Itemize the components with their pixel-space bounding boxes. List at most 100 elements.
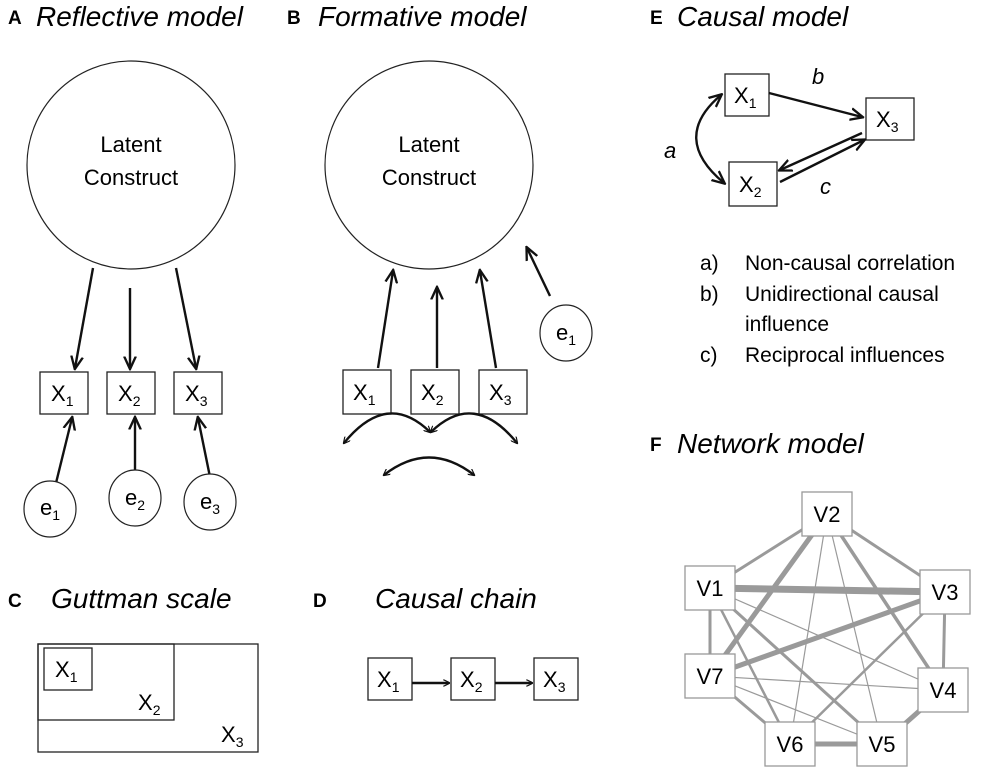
panel-f-letter: F (650, 435, 662, 456)
legend-text-a: Non-causal correlation (745, 252, 955, 275)
causal-label-x2: X2 (739, 172, 762, 200)
error-circle-e2 (108, 469, 162, 527)
guttman-box-x1 (43, 647, 93, 691)
error-label-e1: e1 (40, 495, 60, 523)
path-label-b: b (812, 64, 824, 89)
latent-construct-circle (26, 60, 236, 270)
item-box-x1 (39, 371, 89, 415)
causal-box-x3 (865, 97, 915, 141)
item-label-x3: X3 (489, 380, 512, 408)
panel-d-letter: D (313, 591, 327, 612)
causal-arrow-x1-x3 (768, 91, 862, 117)
path-label-a: a (664, 138, 676, 163)
chain-box-x1 (367, 657, 413, 701)
network-label-v1: V1 (697, 576, 724, 601)
item-box-x2 (410, 369, 460, 415)
edge-v7-v3 (707, 589, 948, 679)
error-circle-e1 (539, 304, 593, 362)
latent-label-line2: Construct (382, 165, 476, 190)
item-box-x2 (106, 371, 156, 415)
chain-label-x1: X1 (377, 667, 400, 695)
panel-c-letter: C (8, 591, 22, 612)
item-box-x3 (173, 371, 223, 415)
panel-a-letter: A (8, 8, 22, 29)
chain-label-x2: X2 (460, 667, 483, 695)
arrow-e1-to-latent (527, 248, 552, 297)
panel-e-letter: E (650, 8, 663, 29)
network-node-v1 (684, 565, 736, 611)
guttman-label-x2: X2 (138, 690, 161, 718)
panel-f: F Network model V2 (650, 428, 971, 767)
causal-box-x1 (724, 73, 770, 117)
edge-v3-v6 (788, 590, 947, 746)
network-node-v6 (764, 721, 816, 767)
causal-arrow-x2-x3 (779, 140, 864, 184)
panel-d: D Causal chain X1 X2 X3 (313, 583, 579, 701)
latent-label-line2: Construct (84, 165, 178, 190)
panel-b-title: Formative model (318, 1, 527, 32)
arrow-x1-to-latent (376, 271, 393, 369)
network-node-v2 (801, 491, 853, 537)
edge-v1-v3 (706, 584, 949, 596)
legend-text-c: Reciprocal influences (745, 344, 945, 367)
arrow-e1-to-x1 (54, 418, 72, 484)
item-label-x1: X1 (51, 381, 74, 409)
edge-v1-v4 (709, 587, 944, 691)
item-label-x1: X1 (353, 380, 376, 408)
legend-text-b: Unidirectional causal (745, 283, 939, 306)
network-node-v5 (856, 721, 908, 767)
item-label-x3: X3 (185, 381, 208, 409)
error-label-e3: e3 (200, 489, 220, 517)
panel-f-title: Network model (677, 428, 865, 459)
legend-text-b-cont: influence (745, 313, 829, 336)
panel-c: C Guttman scale X1 X2 X3 (8, 583, 259, 753)
arrow-e3-to-x3 (198, 418, 212, 478)
edge-v2-v4 (825, 512, 945, 692)
correlation-arc-x1-x2 (344, 412, 430, 443)
network-label-v6: V6 (777, 732, 804, 757)
error-label-e2: e2 (125, 485, 145, 513)
edge-v2-v5 (826, 513, 883, 745)
error-circle-e3 (183, 473, 237, 531)
panel-b-letter: B (287, 8, 301, 29)
edge-v1-v5 (708, 586, 884, 746)
panel-e: E Causal model X1 X3 X2 a b c a) Non-cau… (650, 1, 955, 367)
path-label-c: c (820, 174, 831, 199)
correlation-arc-x1-x2 (695, 95, 724, 183)
network-label-v2: V2 (814, 502, 841, 527)
edge-v2-v6 (789, 513, 828, 745)
panel-c-title: Guttman scale (51, 583, 232, 614)
guttman-label-x1: X1 (55, 657, 78, 685)
network-label-v7: V7 (697, 664, 724, 689)
latent-label-line1: Latent (398, 132, 459, 157)
edge-v7-v5 (709, 675, 883, 745)
legend-key-a: a) (700, 252, 719, 275)
network-label-v4: V4 (930, 678, 957, 703)
legend-list: a) Non-causal correlation b) Unidirectio… (700, 252, 955, 367)
chain-label-x3: X3 (543, 667, 566, 695)
network-node-v4 (917, 667, 969, 713)
edge-v7-v4 (709, 675, 944, 691)
network-label-v3: V3 (932, 580, 959, 605)
causal-arrow-x3-x2 (780, 131, 863, 170)
item-label-x2: X2 (118, 381, 141, 409)
chain-box-x3 (533, 657, 579, 701)
causal-label-x1: X1 (734, 83, 757, 111)
chain-box-x2 (450, 657, 496, 701)
item-label-x2: X2 (421, 380, 444, 408)
correlation-arc-x1-x3 (384, 456, 474, 476)
edge-v1-v6 (708, 586, 792, 746)
legend-key-b: b) (700, 283, 719, 306)
panel-a: A Reflective model Latent Construct X1 X… (8, 1, 244, 538)
error-label-e1: e1 (556, 320, 576, 348)
panel-a-title: Reflective model (36, 1, 244, 32)
arrow-latent-to-x3 (174, 267, 196, 368)
legend-key-c: c) (700, 344, 718, 367)
causal-label-x3: X3 (876, 107, 899, 135)
arrow-x3-to-latent (480, 271, 498, 369)
guttman-box-x2 (37, 643, 175, 721)
guttman-label-x3: X3 (221, 722, 244, 750)
edge-v2-v7 (707, 511, 830, 679)
network-node-v7 (684, 653, 736, 699)
